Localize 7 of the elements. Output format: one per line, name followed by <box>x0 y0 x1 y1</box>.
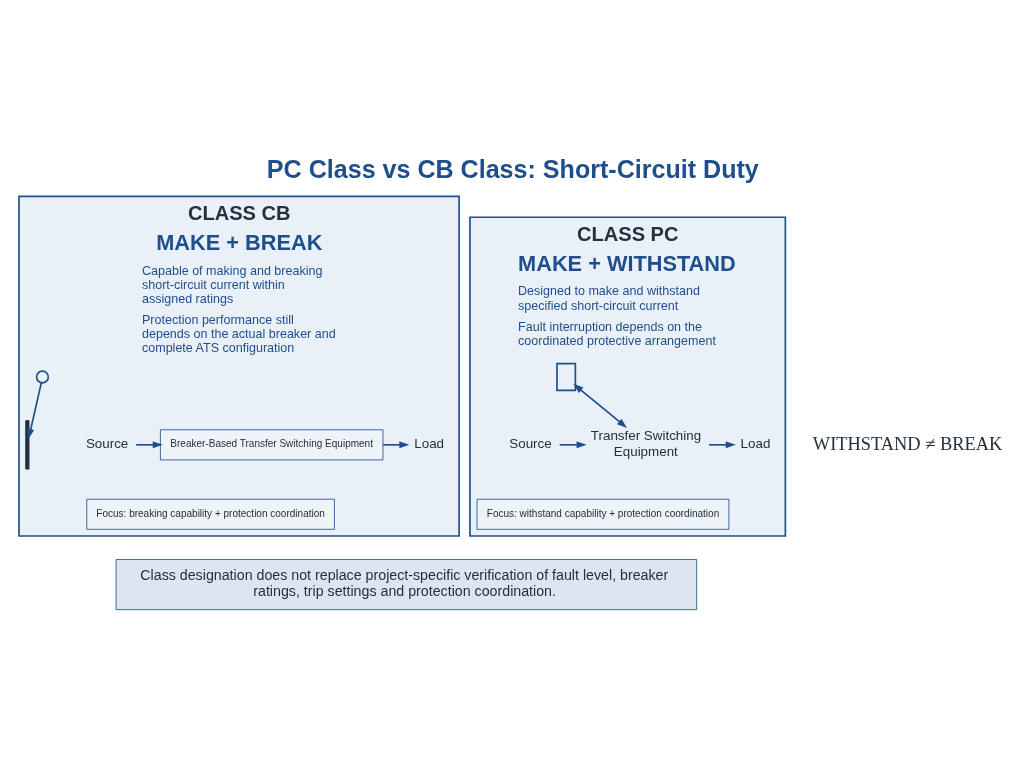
node-text: Load <box>414 436 445 452</box>
diagram-title: PC Class vs CB Class: Short-Circuit Duty <box>266 154 759 183</box>
label: WITHSTAND ≠ BREAK <box>812 433 1003 454</box>
node-text: Source <box>85 436 129 452</box>
node-text: Load <box>740 436 771 452</box>
node-text: Transfer Switching Equipment <box>590 428 702 459</box>
node-text: Source <box>509 436 552 452</box>
